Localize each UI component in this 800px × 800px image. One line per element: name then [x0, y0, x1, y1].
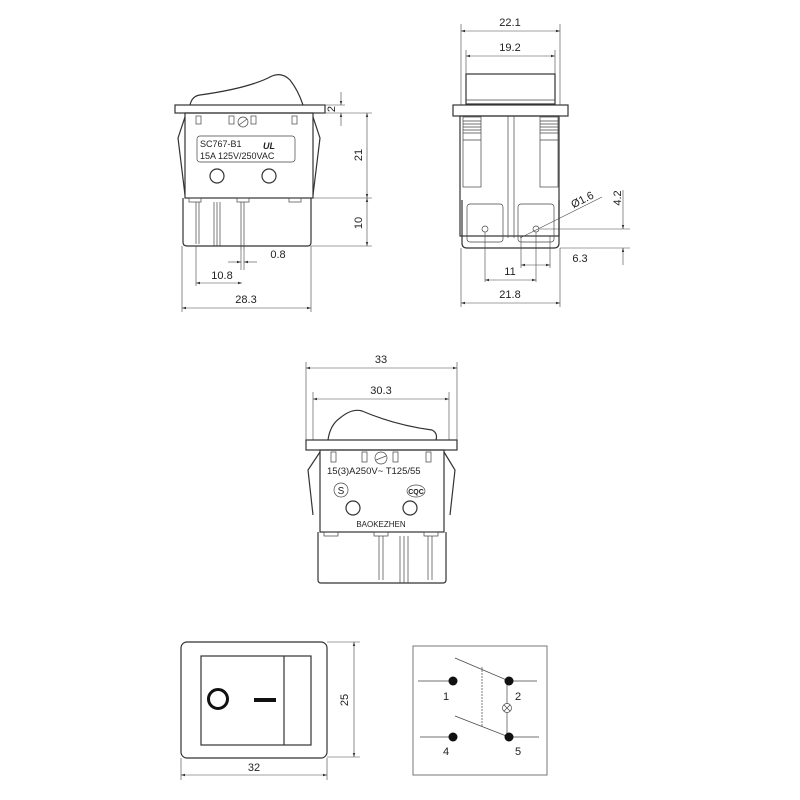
- side-clips: [177, 116, 321, 196]
- dim-width: 32: [248, 762, 260, 774]
- off-symbol-text: O: [218, 702, 219, 704]
- flange: [305, 439, 458, 451]
- hole: [345, 500, 361, 516]
- terminal-housing: [461, 200, 560, 249]
- terminal-1-dot: [448, 676, 458, 686]
- terminal-housing: [182, 198, 312, 247]
- leader-line: [519, 196, 603, 239]
- label-rating: 15A 125V/250VAC: [200, 151, 275, 161]
- dim-pin-width: 0.8: [270, 249, 285, 261]
- screw-icon: [374, 451, 388, 465]
- terminal-housing: [317, 532, 447, 584]
- extension-lines: [181, 246, 312, 312]
- hole: [209, 168, 225, 184]
- terminal-2-dot: [504, 676, 514, 686]
- terminal-4-dot: [448, 732, 458, 742]
- dim-rocker-width: 19.2: [499, 42, 520, 54]
- dim-terminal-spacing: 11: [504, 266, 515, 278]
- label-model: SC767-B1: [200, 139, 242, 149]
- center-divider: [507, 116, 515, 238]
- rocker-block: [465, 73, 556, 105]
- hole: [261, 168, 277, 184]
- screw-slot: [375, 455, 387, 461]
- extension-lines: [540, 228, 630, 249]
- switch-contacts: [454, 657, 510, 738]
- terminal-pins: [378, 536, 433, 583]
- dim-body-width: 30.3: [370, 385, 391, 397]
- flange: [452, 104, 569, 117]
- dim-body-width: 21.8: [499, 289, 520, 301]
- extension-lines: [311, 104, 372, 247]
- side-view: 22.1 19.2 Ø1.6 4.2 6.3 11 21.8: [452, 17, 630, 307]
- wiring-schematic: 1 2 4 5: [412, 645, 548, 776]
- bezel: [180, 641, 328, 759]
- dim-pin-spacing: 10.8: [211, 270, 232, 282]
- dim-hole-offset: 4.2: [612, 190, 624, 205]
- lamp-cross: [503, 704, 511, 712]
- terminal-slots: [330, 451, 432, 463]
- side-clips: [307, 451, 456, 516]
- label-plate: [196, 135, 296, 163]
- dim-body-height: 21: [353, 149, 365, 161]
- cqc-mark-icon: [406, 484, 426, 498]
- side-slot: [539, 116, 559, 188]
- extension-lines: [180, 641, 360, 780]
- hole: [481, 225, 489, 233]
- front-view-small: SC767-B1 15A 125V/250VAC UL 2 21 10 0.8 …: [174, 74, 372, 312]
- extension-lines: [460, 232, 561, 307]
- slot-ribs: [463, 120, 558, 141]
- dim-height: 25: [339, 694, 351, 706]
- top-view: O — 25 32: [180, 641, 360, 780]
- hole: [402, 500, 418, 516]
- side-slot: [462, 116, 482, 188]
- front-view-large: 15(3)A250V~ T125/55 S CQC BAOKEZHEN 33 3…: [305, 354, 458, 584]
- dim-terminal-width: 6.3: [572, 253, 587, 265]
- dim-terminal-height: 10: [353, 217, 365, 229]
- s-mark-icon: [333, 482, 349, 498]
- s-mark-text: S: [338, 486, 345, 497]
- terminal-4-label: 4: [443, 746, 449, 758]
- terminal-5-label: 5: [515, 746, 521, 758]
- dim-hole-diameter: Ø1.6: [569, 190, 596, 212]
- screw-icon: [237, 116, 249, 128]
- terminal-5-dot: [504, 732, 514, 742]
- off-symbol-icon: [207, 688, 229, 710]
- terminal-slots: [195, 115, 298, 125]
- terminal-leads: [418, 680, 539, 738]
- label-rating: 15(3)A250V~ T125/55: [327, 466, 421, 477]
- brand-label: BAOKEZHEN: [356, 520, 406, 529]
- rocker-outline: [327, 409, 438, 441]
- schematic-frame: [412, 645, 548, 776]
- rocker-outline: [189, 74, 304, 106]
- rocker-face: [200, 655, 312, 746]
- on-symbol-icon: [254, 698, 276, 702]
- dim-flange-width: 22.1: [499, 17, 520, 29]
- on-symbol-text: —: [265, 701, 266, 703]
- terminal-2-label: 2: [515, 691, 521, 703]
- terminal-bases: [323, 531, 439, 537]
- screw-slot: [238, 118, 248, 126]
- body: [459, 115, 560, 237]
- dim-flange: 2: [326, 106, 338, 112]
- terminal-pins: [195, 202, 245, 250]
- dim-flange-width: 33: [375, 354, 387, 366]
- terminal-bases: [188, 197, 302, 203]
- dim-width: 28.3: [235, 294, 256, 306]
- ul-mark-icon: UL: [263, 141, 275, 151]
- terminal-1-label: 1: [443, 691, 449, 703]
- cqc-mark-text: CQC: [408, 489, 424, 496]
- flange: [174, 104, 326, 114]
